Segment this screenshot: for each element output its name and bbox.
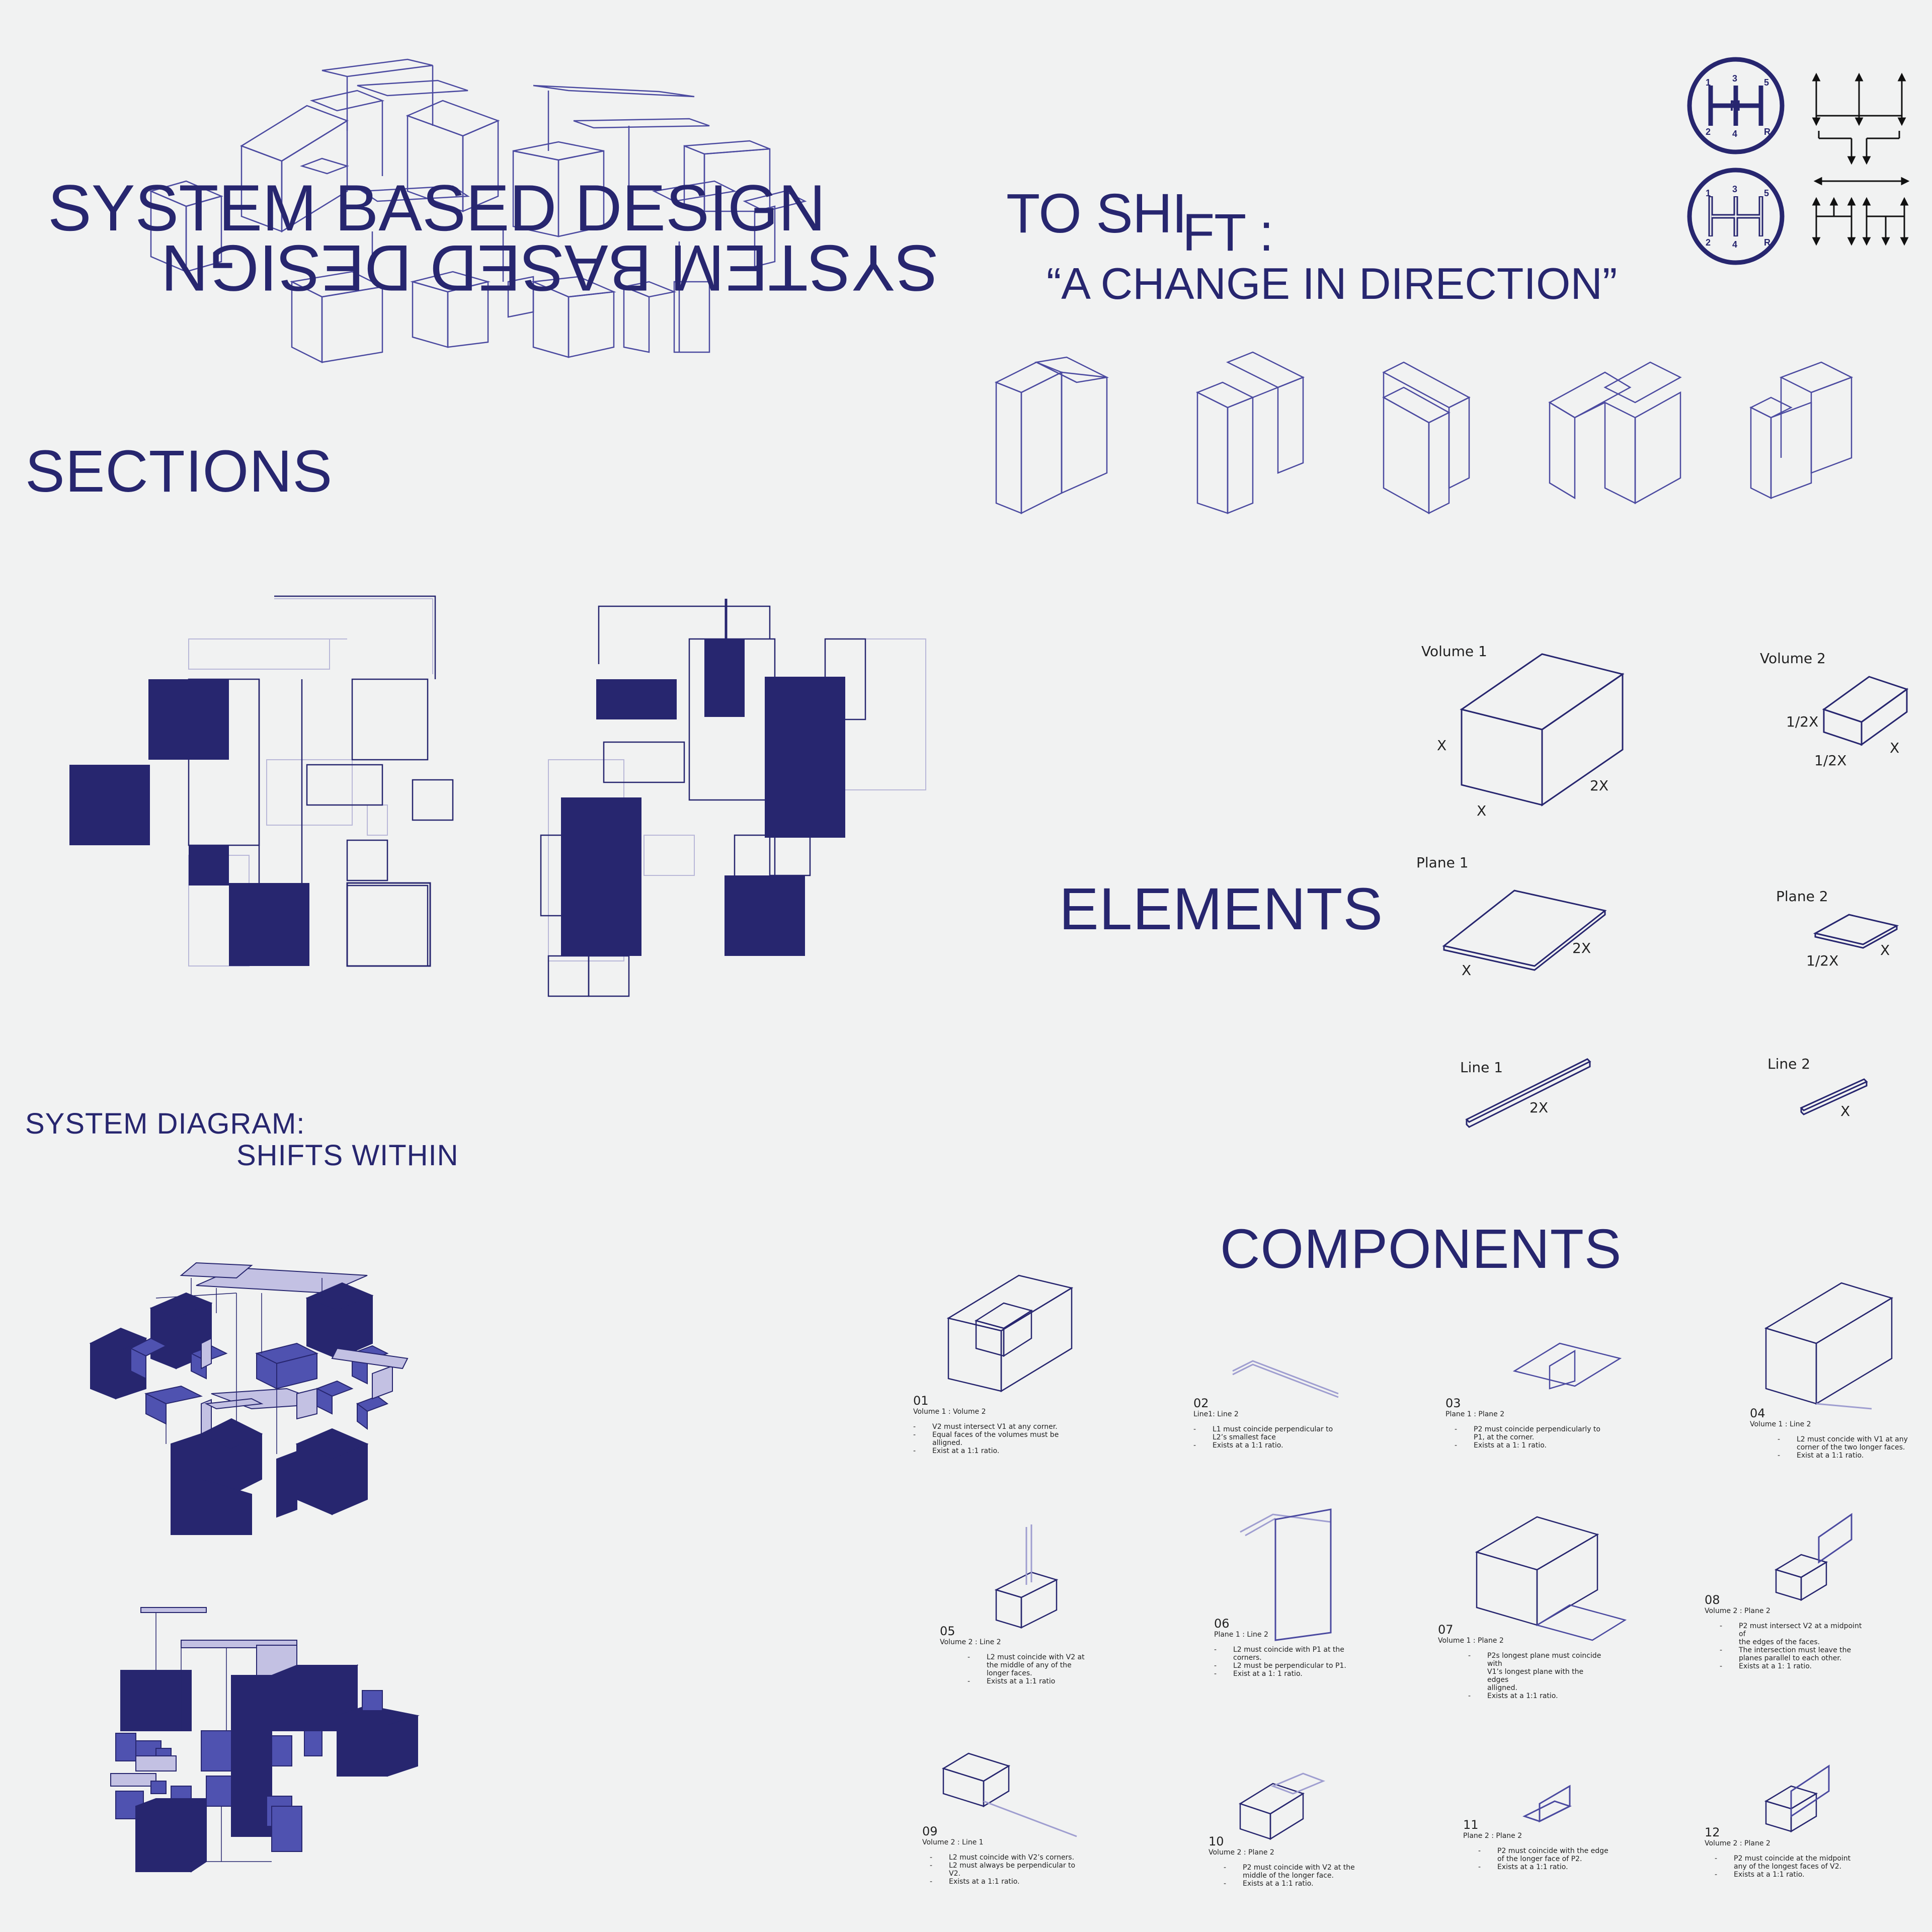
component-caption-02: 02 Line1: Line 2 -L1 must coincide perpe… bbox=[1193, 1396, 1333, 1450]
component-caption-07: 07 Volume 1 : Plane 2 -P2s longest plane… bbox=[1438, 1623, 1601, 1700]
component-caption-05: 05 Volume 2 : Line 2 -L2 must coincide w… bbox=[940, 1624, 1085, 1685]
title-wireframe-cluster bbox=[149, 58, 807, 364]
component-drawings bbox=[941, 1274, 1894, 1840]
element-dim-v2-c: X bbox=[1890, 740, 1900, 756]
arrow-diagram-bottom bbox=[1812, 177, 1910, 246]
components-heading: COMPONENTS bbox=[1220, 1218, 1622, 1280]
svg-text:1: 1 bbox=[1706, 77, 1711, 88]
gearshift-icon-bottom: 1 3 5 2 4 R bbox=[1687, 168, 1785, 265]
svg-text:3: 3 bbox=[1732, 73, 1737, 84]
svg-text:5: 5 bbox=[1764, 77, 1769, 88]
svg-text:2: 2 bbox=[1706, 237, 1711, 248]
section-drawing-right bbox=[540, 599, 926, 997]
element-dim-v1-b: X bbox=[1477, 802, 1487, 819]
element-plane-2 bbox=[1813, 914, 1899, 949]
element-dim-p2-b: X bbox=[1880, 942, 1890, 958]
arrow-diagram-top bbox=[1812, 72, 1906, 165]
svg-text:4: 4 bbox=[1732, 239, 1737, 250]
elements-heading: ELEMENTS bbox=[1059, 876, 1384, 942]
component-caption-04: 04 Volume 1 : Line 2 -L2 must concide wi… bbox=[1750, 1406, 1908, 1460]
element-label-volume-1: Volume 1 bbox=[1421, 643, 1487, 660]
element-label-plane-1: Plane 1 bbox=[1416, 854, 1469, 871]
svg-text:1: 1 bbox=[1706, 188, 1711, 198]
component-caption-08: 08 Volume 2 : Plane 2 -P2 must intersect… bbox=[1705, 1593, 1862, 1670]
component-caption-09: 09 Volume 2 : Line 1 -L2 must coincide w… bbox=[922, 1824, 1076, 1886]
title-line-1: SYSTEM BASED DESIGN bbox=[48, 171, 826, 245]
system-diagram-upper bbox=[89, 1262, 409, 1535]
title-line-2-mirrored: SYSTEM BASED DESIGN bbox=[161, 231, 939, 305]
element-plane-1 bbox=[1442, 890, 1607, 971]
gearshift-icon-top: 1 3 5 2 4 R N bbox=[1687, 57, 1785, 154]
element-dim-v2-b: 1/2X bbox=[1814, 752, 1847, 769]
svg-text:4: 4 bbox=[1732, 129, 1737, 139]
svg-text:R: R bbox=[1764, 127, 1770, 137]
svg-text:R: R bbox=[1764, 237, 1770, 248]
component-caption-03: 03 Plane 1 : Plane 2 -P2 must coincide p… bbox=[1445, 1396, 1600, 1450]
element-volume-1 bbox=[1460, 653, 1625, 807]
system-diagram-line-2: SHIFTS WITHIN bbox=[236, 1139, 459, 1172]
element-dim-v1-a: X bbox=[1437, 737, 1447, 754]
element-label-line-2: Line 2 bbox=[1767, 1056, 1811, 1072]
element-line-1 bbox=[1465, 1058, 1591, 1128]
component-caption-12: 12 Volume 2 : Plane 2 -P2 must coincide … bbox=[1705, 1825, 1851, 1879]
element-dim-p1-a: X bbox=[1462, 962, 1472, 979]
sections-heading: SECTIONS bbox=[25, 438, 333, 505]
component-caption-10: 10 Volume 2 : Plane 2 -P2 must coincide … bbox=[1209, 1834, 1355, 1888]
element-dim-v1-c: 2X bbox=[1590, 777, 1608, 794]
svg-text:2: 2 bbox=[1706, 127, 1711, 137]
element-dim-l1: 2X bbox=[1530, 1099, 1548, 1116]
svg-text:3: 3 bbox=[1732, 184, 1737, 194]
system-diagram-lower bbox=[110, 1607, 420, 1873]
shift-quote: “A CHANGE IN DIRECTION” bbox=[1046, 259, 1618, 308]
element-dim-l2: X bbox=[1840, 1103, 1850, 1119]
shift-suffix: FT : bbox=[1182, 203, 1274, 262]
section-drawing-left bbox=[69, 595, 454, 967]
component-caption-11: 11 Plane 2 : Plane 2 -P2 must coincide w… bbox=[1463, 1818, 1608, 1871]
svg-text:5: 5 bbox=[1764, 188, 1769, 198]
element-label-line-1: Line 1 bbox=[1460, 1059, 1503, 1076]
shift-prefix: TO SHI bbox=[1006, 183, 1187, 245]
svg-text:N: N bbox=[1730, 98, 1741, 114]
element-volume-2 bbox=[1822, 676, 1909, 746]
element-dim-p2-a: 1/2X bbox=[1806, 952, 1839, 969]
element-label-plane-2: Plane 2 bbox=[1776, 888, 1828, 905]
element-line-2 bbox=[1800, 1078, 1868, 1115]
element-dim-p1-b: 2X bbox=[1572, 940, 1591, 956]
shift-iterations bbox=[994, 351, 1854, 515]
system-diagram-line-1: SYSTEM DIAGRAM: bbox=[25, 1107, 305, 1140]
element-dim-v2-a: 1/2X bbox=[1786, 713, 1819, 730]
component-caption-01: 01 Volume 1 : Volume 2 -V2 must intersec… bbox=[913, 1394, 1059, 1455]
element-label-volume-2: Volume 2 bbox=[1760, 650, 1826, 667]
component-caption-06: 06 Plane 1 : Line 2 -L2 must coincide wi… bbox=[1214, 1617, 1346, 1678]
